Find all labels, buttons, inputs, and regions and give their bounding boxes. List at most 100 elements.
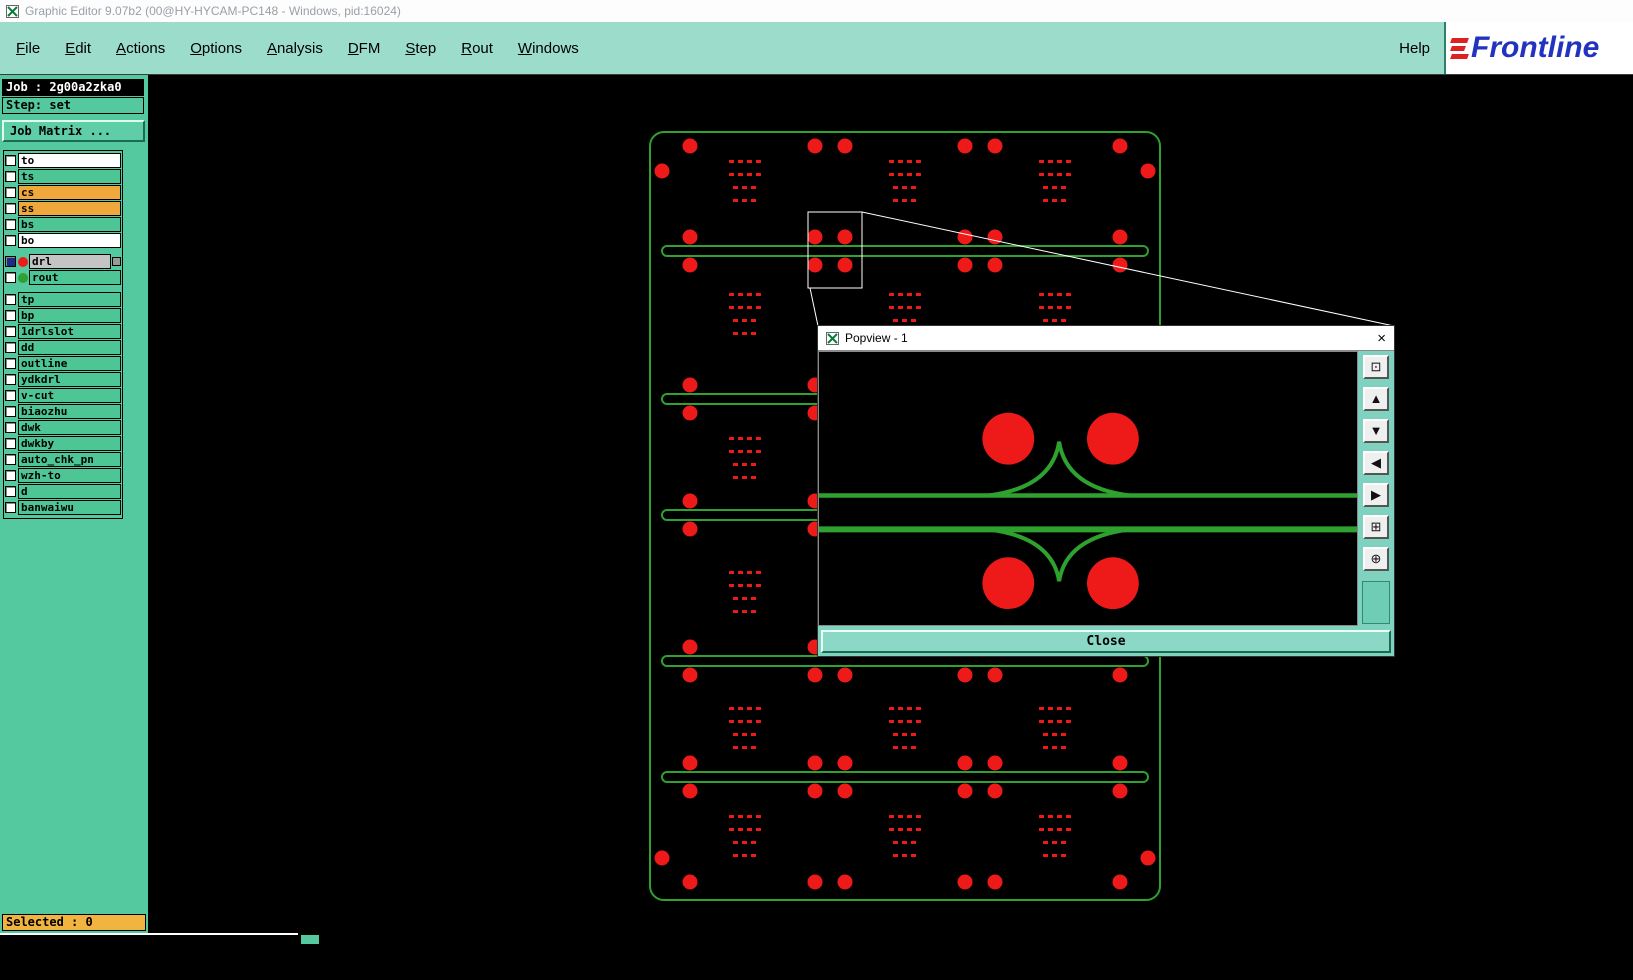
layer-badge-drl	[112, 257, 121, 266]
layer-checkbox-auto_chk_pn[interactable]	[5, 454, 16, 465]
layer-row-bp[interactable]: bp	[5, 308, 121, 323]
layer-name-cs[interactable]: cs	[18, 185, 121, 200]
layer-checkbox-dwk[interactable]	[5, 422, 16, 433]
layer-checkbox-outline[interactable]	[5, 358, 16, 369]
layer-row-d[interactable]: d	[5, 484, 121, 499]
layer-name-drl[interactable]: drl	[29, 254, 111, 269]
layer-row-biaozhu[interactable]: biaozhu	[5, 404, 121, 419]
layer-checkbox-d[interactable]	[5, 486, 16, 497]
bottom-mini-button[interactable]	[300, 934, 320, 945]
layer-checkbox-rout[interactable]	[5, 272, 16, 283]
layer-checkbox-1drlslot[interactable]	[5, 326, 16, 337]
layer-checkbox-cs[interactable]	[5, 187, 16, 198]
job-matrix-button[interactable]: Job Matrix ...	[2, 120, 145, 142]
layer-name-bo[interactable]: bo	[18, 233, 121, 248]
layer-checkbox-wzh-to[interactable]	[5, 470, 16, 481]
pan-left-icon[interactable]: ◀	[1363, 451, 1389, 475]
layer-checkbox-bs[interactable]	[5, 219, 16, 230]
zoom-window-icon[interactable]: ⊞	[1363, 515, 1389, 539]
pan-down-icon[interactable]: ▼	[1363, 419, 1389, 443]
layer-checkbox-ts[interactable]	[5, 171, 16, 182]
layer-row-outline[interactable]: outline	[5, 356, 121, 371]
layer-row-auto_chk_pn[interactable]: auto_chk_pn	[5, 452, 121, 467]
layer-group-top: totscsssbsbo	[5, 153, 121, 248]
layer-row-1drlslot[interactable]: 1drlslot	[5, 324, 121, 339]
layer-name-dwkby[interactable]: dwkby	[18, 436, 121, 451]
layer-row-tp[interactable]: tp	[5, 292, 121, 307]
layer-name-rout[interactable]: rout	[29, 270, 121, 285]
layer-row-dwkby[interactable]: dwkby	[5, 436, 121, 451]
layer-checkbox-dd[interactable]	[5, 342, 16, 353]
layer-row-dd[interactable]: dd	[5, 340, 121, 355]
layer-checkbox-ss[interactable]	[5, 203, 16, 214]
layer-checkbox-banwaiwu[interactable]	[5, 502, 16, 513]
pan-up-icon[interactable]: ▲	[1363, 387, 1389, 411]
layer-checkbox-biaozhu[interactable]	[5, 406, 16, 417]
layer-row-banwaiwu[interactable]: banwaiwu	[5, 500, 121, 515]
menu-actions[interactable]: Actions	[116, 40, 165, 57]
layer-name-v-cut[interactable]: v-cut	[18, 388, 121, 403]
menu-bar: File Edit Actions Options Analysis DFM Step Rou…	[0, 22, 1633, 75]
layer-row-drl[interactable]: drl	[5, 254, 121, 269]
menu-edit[interactable]: Edit	[65, 40, 91, 57]
popview-toolbar: ⊡ ▲ ▼ ◀ ▶ ⊞ ⊕	[1358, 351, 1394, 626]
layer-row-dwk[interactable]: dwk	[5, 420, 121, 435]
layer-checkbox-tp[interactable]	[5, 294, 16, 305]
layer-name-tp[interactable]: tp	[18, 292, 121, 307]
layer-checkbox-bp[interactable]	[5, 310, 16, 321]
fit-all-icon[interactable]: ⊕	[1363, 547, 1389, 571]
frontline-logo-text: Frontline	[1471, 31, 1599, 65]
layer-row-ydkdrl[interactable]: ydkdrl	[5, 372, 121, 387]
layer-checkbox-ydkdrl[interactable]	[5, 374, 16, 385]
layer-row-to[interactable]: to	[5, 153, 121, 168]
menu-options[interactable]: Options	[190, 40, 242, 57]
layer-checkbox-dwkby[interactable]	[5, 438, 16, 449]
layer-name-dd[interactable]: dd	[18, 340, 121, 355]
layer-list: totscsssbsbo drlrout tpbp1drlslotddoutli…	[3, 150, 123, 519]
layer-checkbox-drl[interactable]	[5, 256, 16, 267]
layer-row-v-cut[interactable]: v-cut	[5, 388, 121, 403]
layer-name-auto_chk_pn[interactable]: auto_chk_pn	[18, 452, 121, 467]
menu-step[interactable]: Step	[405, 40, 436, 57]
layer-name-ts[interactable]: ts	[18, 169, 121, 184]
popview-titlebar[interactable]: Popview - 1 ×	[818, 326, 1394, 351]
popview-scrollbar[interactable]	[1362, 581, 1390, 624]
layer-name-outline[interactable]: outline	[18, 356, 121, 371]
popview-canvas[interactable]	[818, 351, 1358, 626]
layer-name-biaozhu[interactable]: biaozhu	[18, 404, 121, 419]
layer-row-wzh-to[interactable]: wzh-to	[5, 468, 121, 483]
menu-file[interactable]: File	[16, 40, 40, 57]
menu-help[interactable]: Help	[1399, 22, 1430, 74]
layer-dot-icon-drl	[18, 257, 28, 267]
menu-dfm[interactable]: DFM	[348, 40, 381, 57]
menu-rout[interactable]: Rout	[461, 40, 493, 57]
layer-checkbox-bo[interactable]	[5, 235, 16, 246]
layer-name-bp[interactable]: bp	[18, 308, 121, 323]
layer-name-1drlslot[interactable]: 1drlslot	[18, 324, 121, 339]
layer-name-bs[interactable]: bs	[18, 217, 121, 232]
layer-row-cs[interactable]: cs	[5, 185, 121, 200]
menu-windows[interactable]: Windows	[518, 40, 579, 57]
layer-name-ss[interactable]: ss	[18, 201, 121, 216]
step-label: Step: set	[2, 97, 144, 114]
close-icon[interactable]: ×	[1377, 331, 1386, 346]
layer-row-bs[interactable]: bs	[5, 217, 121, 232]
layer-name-dwk[interactable]: dwk	[18, 420, 121, 435]
layer-name-banwaiwu[interactable]: banwaiwu	[18, 500, 121, 515]
popview-title: Popview - 1	[845, 331, 1371, 345]
zoom-prev-icon[interactable]: ⊡	[1363, 355, 1389, 379]
layer-row-bo[interactable]: bo	[5, 233, 121, 248]
popview-close-button[interactable]: Close	[821, 630, 1391, 653]
layer-name-wzh-to[interactable]: wzh-to	[18, 468, 121, 483]
layer-checkbox-to[interactable]	[5, 155, 16, 166]
layer-row-ts[interactable]: ts	[5, 169, 121, 184]
menu-analysis[interactable]: Analysis	[267, 40, 323, 57]
job-label: Job : 2g00a2zka0	[2, 79, 144, 96]
layer-row-rout[interactable]: rout	[5, 270, 121, 285]
pan-right-icon[interactable]: ▶	[1363, 483, 1389, 507]
layer-name-to[interactable]: to	[18, 153, 121, 168]
layer-row-ss[interactable]: ss	[5, 201, 121, 216]
layer-name-ydkdrl[interactable]: ydkdrl	[18, 372, 121, 387]
layer-checkbox-v-cut[interactable]	[5, 390, 16, 401]
layer-name-d[interactable]: d	[18, 484, 121, 499]
